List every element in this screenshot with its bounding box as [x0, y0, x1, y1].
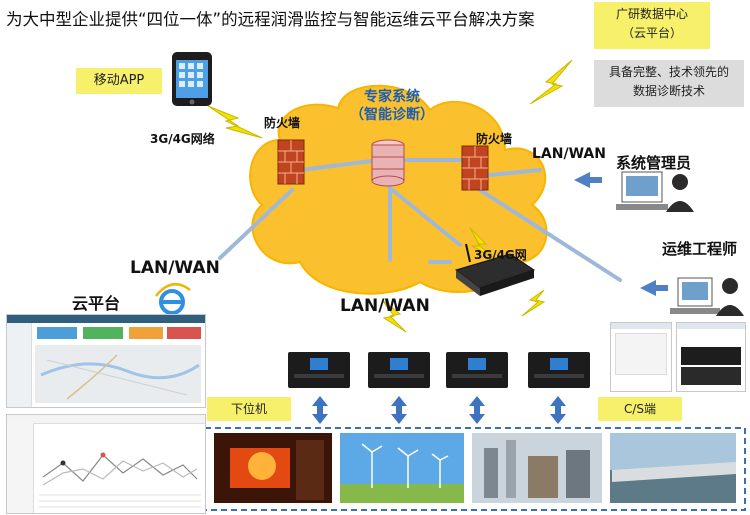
tech-note-line1: 具备完整、技术领先的 [608, 65, 729, 79]
engineer-workstation-icon [670, 277, 744, 316]
controller-2 [368, 352, 430, 388]
lan-wan-right-label: LAN/WAN [532, 146, 606, 162]
sys-admin-label: 系统管理员 [616, 154, 692, 172]
photo-wind-farm [340, 433, 464, 503]
controller-3 [446, 352, 508, 388]
browser-icon [155, 283, 191, 315]
network-links [218, 158, 622, 282]
photo-refinery [472, 433, 602, 503]
network-device-icon [454, 243, 536, 296]
cloud-platform-label: 云平台 [72, 294, 121, 313]
cloud-data-center-box: 广研数据中心 （云平台） [594, 2, 710, 49]
controller-4 [528, 352, 590, 388]
firewall-left-label: 防火墙 [264, 116, 301, 130]
expert-system-line2: （智能诊断） [350, 107, 434, 123]
cs-client-screenshot-1 [610, 322, 672, 392]
expert-system-line1: 专家系统 [364, 89, 420, 105]
controllers [288, 352, 590, 388]
lower-machine-label: 下位机 [207, 397, 291, 421]
cloud-center-line1: 广研数据中心 [615, 7, 688, 21]
cs-client-screenshot-2 [676, 322, 746, 392]
firewall-right-label: 防火墙 [476, 132, 513, 146]
network-device-label: 3G/4G网 [474, 248, 527, 262]
phone-icon [172, 52, 212, 106]
cloud-platform-chart-screenshot [6, 414, 206, 514]
cloud-center-line2: （云平台） [621, 26, 682, 40]
expert-system-label: 专家系统 （智能诊断） [345, 88, 439, 124]
cs-client-label: C/S端 [598, 397, 682, 421]
page-title: 为大中型企业提供“四位一体”的远程润滑监控与智能运维云平台解决方案 [6, 10, 535, 29]
tech-note-line2: 数据诊断技术 [632, 84, 705, 98]
double-arrows [312, 396, 566, 424]
firewall-left-icon [277, 139, 305, 185]
photo-dam [610, 433, 736, 503]
lightning-bolts [207, 59, 573, 333]
lan-wan-bottom-label: LAN/WAN [340, 296, 430, 316]
cloud-shape [249, 84, 548, 295]
lan-wan-left-label: LAN/WAN [130, 258, 220, 278]
server-icon [371, 139, 405, 187]
tech-note-box: 具备完整、技术领先的 数据诊断技术 [594, 60, 744, 107]
ops-engineer-label: 运维工程师 [662, 240, 738, 258]
network-mobile-label: 3G/4G网络 [150, 132, 215, 146]
cloud-platform-map-screenshot [6, 314, 206, 408]
mobile-app-label: 移动APP [76, 68, 162, 94]
admin-workstation-icon [616, 171, 694, 212]
photo-steel-mill [214, 433, 332, 503]
user-arrows [574, 172, 668, 296]
controller-1 [288, 352, 350, 388]
firewall-right-icon [461, 145, 489, 191]
